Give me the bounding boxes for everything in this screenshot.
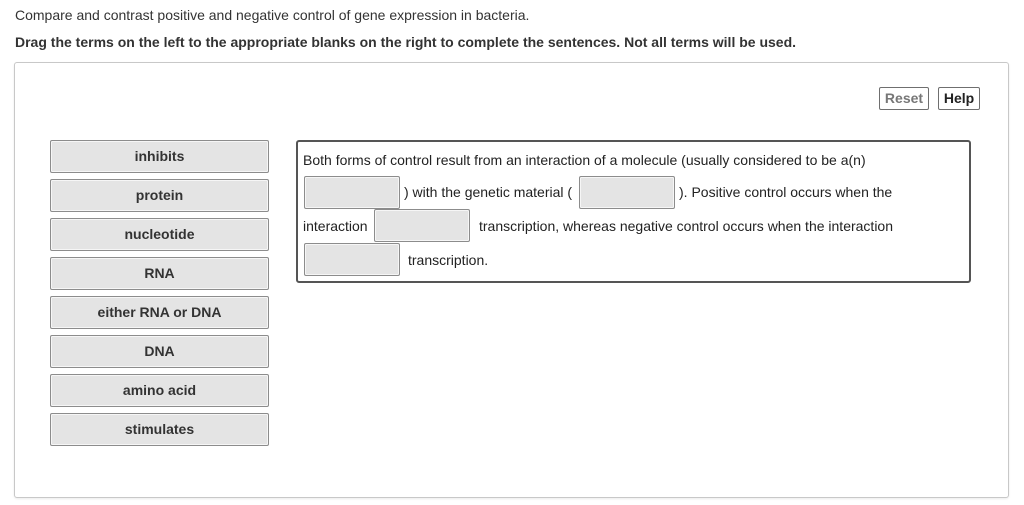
term-amino-acid[interactable]: amino acid (50, 374, 269, 407)
sentence-text-5: transcription, whereas negative control … (479, 218, 893, 234)
sentence-text-6: transcription. (408, 252, 489, 268)
reset-button[interactable]: Reset (879, 87, 929, 110)
blank-drop-target-3[interactable] (374, 209, 470, 242)
sentence-box: Both forms of control result from an int… (296, 140, 971, 283)
term-protein[interactable]: protein (50, 179, 269, 212)
blank-drop-target-1[interactable] (304, 176, 400, 209)
question-text: Compare and contrast positive and negati… (15, 7, 530, 23)
sentence-text-2: ) with the genetic material ( (404, 184, 573, 200)
sentence-text-1: Both forms of control result from an int… (303, 152, 866, 168)
sentence-text-3: ). Positive control occurs when the (679, 184, 893, 200)
term-inhibits[interactable]: inhibits (50, 140, 269, 173)
help-button[interactable]: Help (938, 87, 980, 110)
term-either-rna-or-dna[interactable]: either RNA or DNA (50, 296, 269, 329)
sentence-text-4: interaction (303, 218, 368, 234)
term-dna[interactable]: DNA (50, 335, 269, 368)
term-stimulates[interactable]: stimulates (50, 413, 269, 446)
blank-drop-target-2[interactable] (579, 176, 675, 209)
term-rna[interactable]: RNA (50, 257, 269, 290)
instruction-text: Drag the terms on the left to the approp… (15, 34, 797, 50)
blank-drop-target-4[interactable] (304, 243, 400, 276)
term-nucleotide[interactable]: nucleotide (50, 218, 269, 251)
